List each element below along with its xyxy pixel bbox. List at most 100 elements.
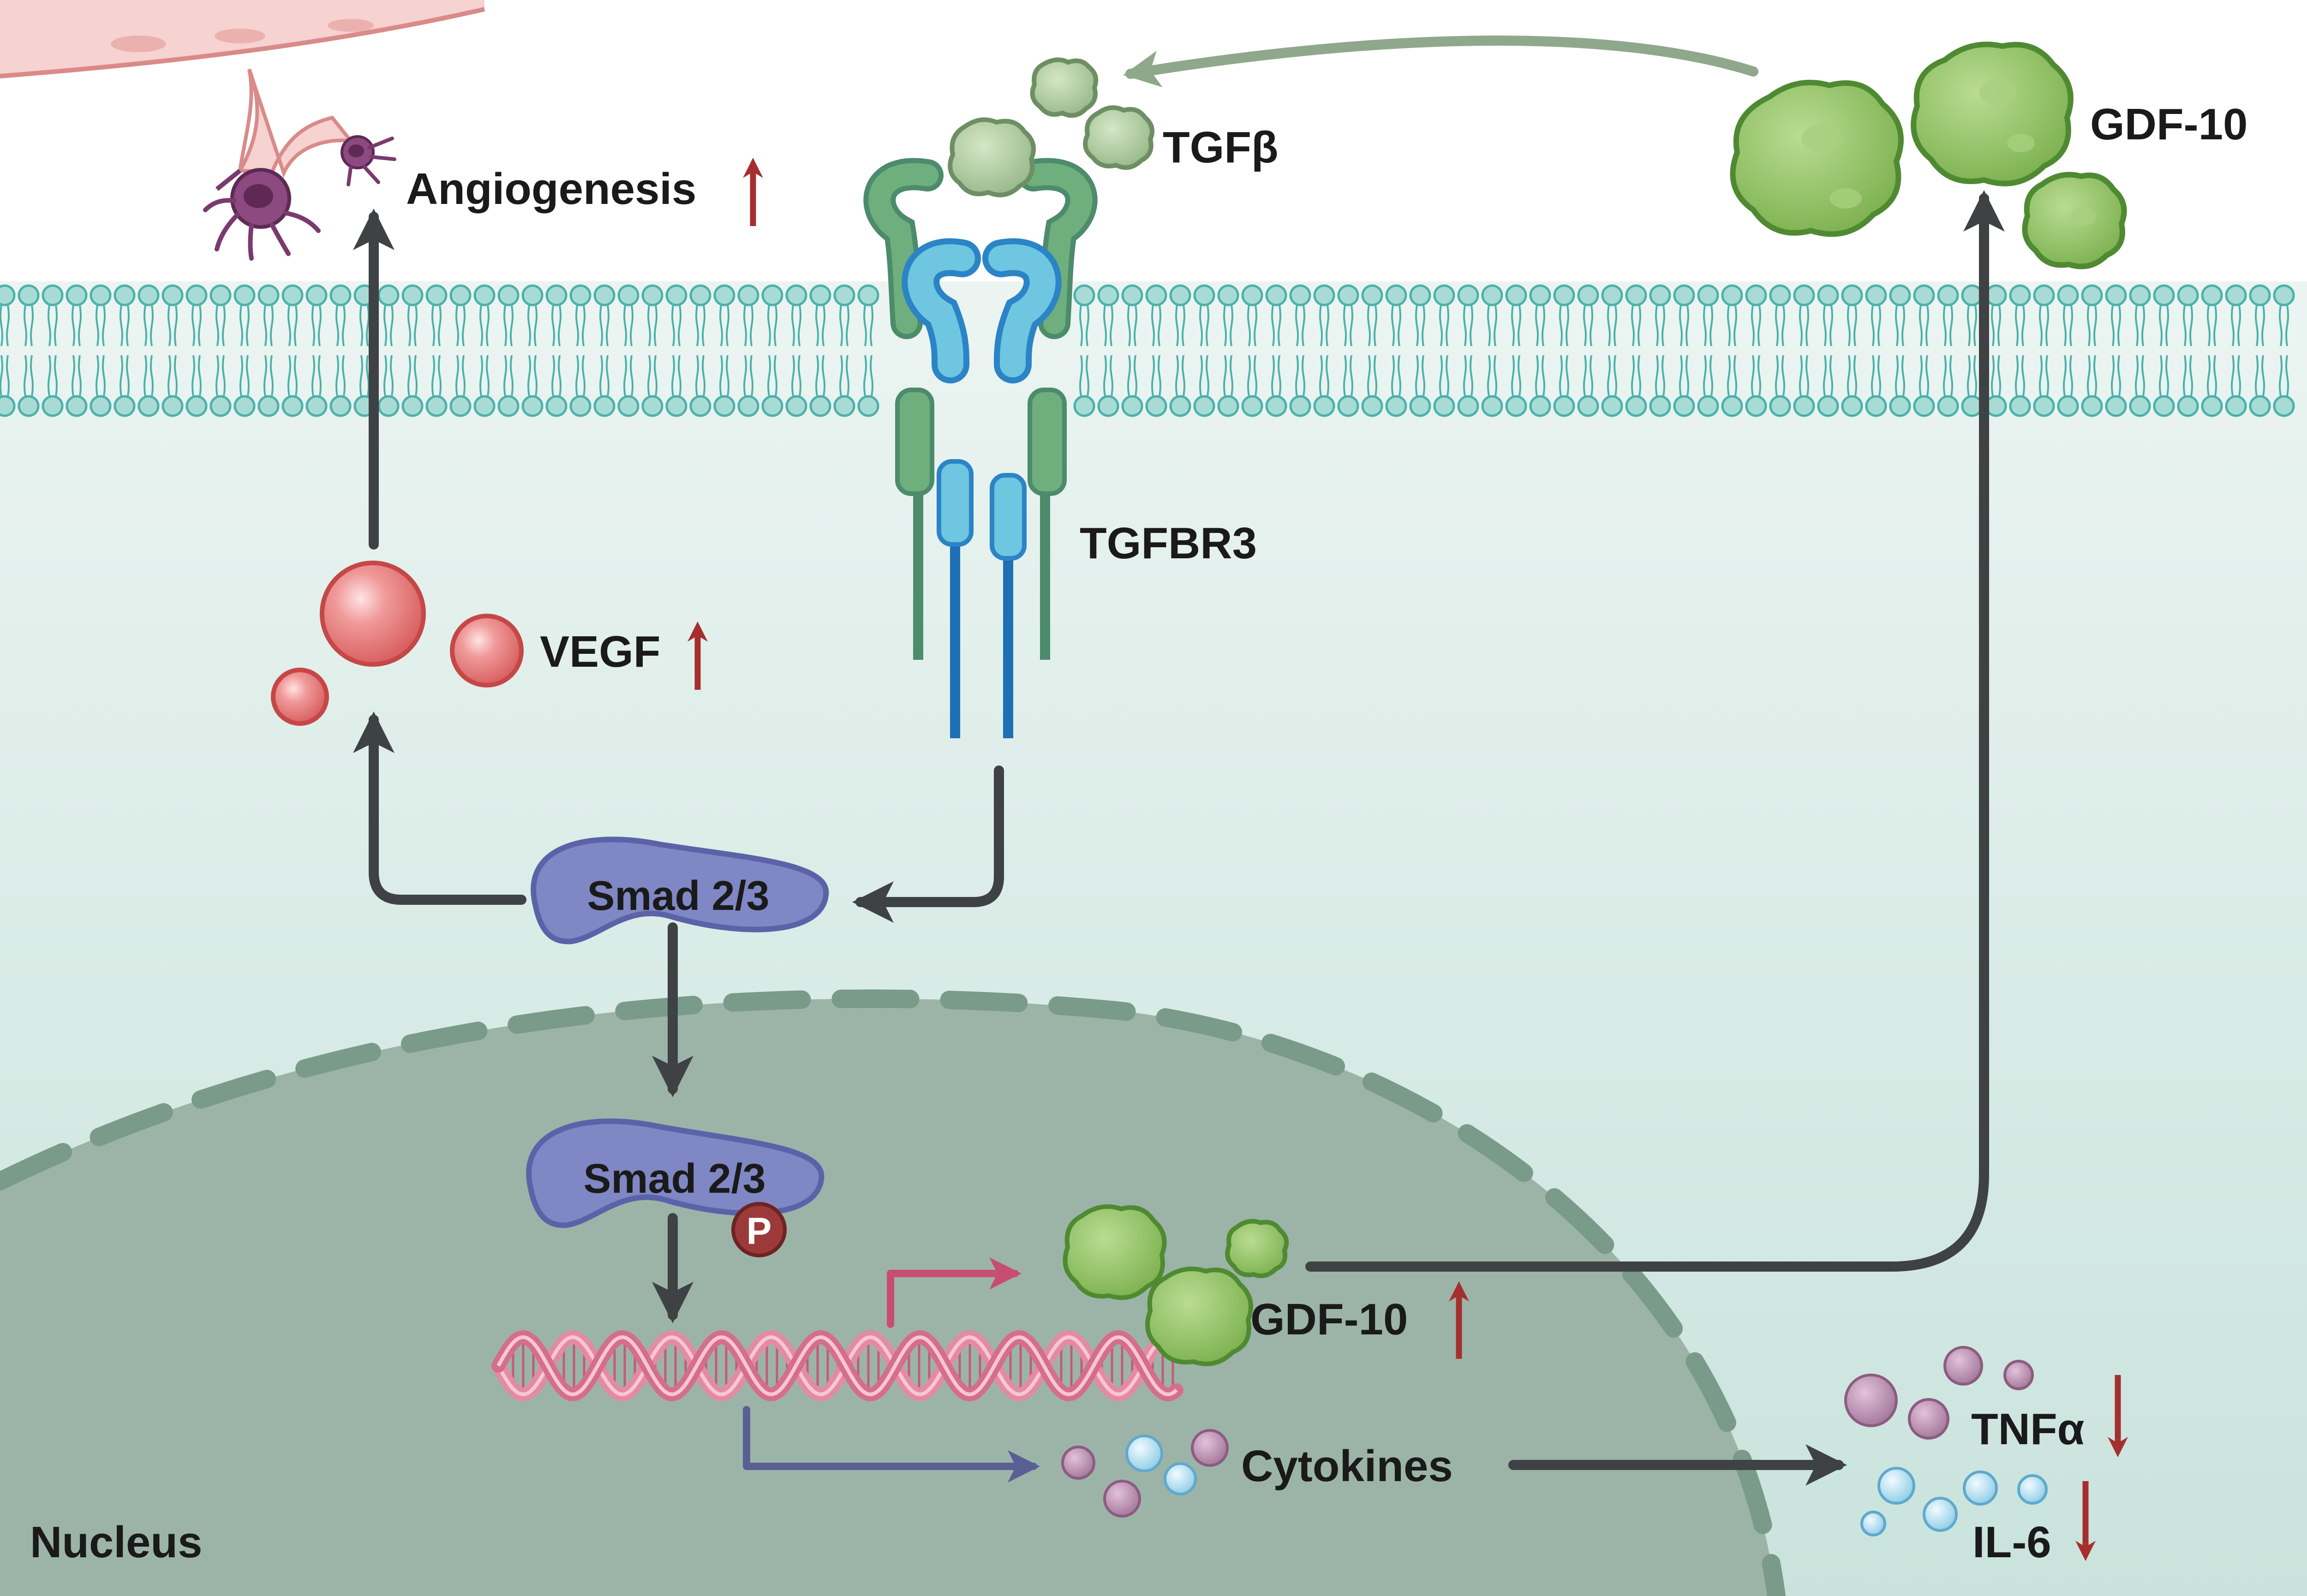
lipid-tail: [1991, 355, 2001, 397]
lipid-head: [2249, 284, 2271, 306]
lipid-tail: [623, 305, 634, 347]
lipid-head: [257, 395, 280, 417]
lipid-tail: [743, 305, 753, 347]
lipid-head: [1985, 395, 2007, 417]
lipid-head: [2177, 395, 2199, 417]
lipid-head: [1313, 284, 1335, 306]
lipid-tail: [96, 305, 106, 347]
lipid-head: [1649, 284, 1671, 306]
lipid-tail: [1367, 305, 1377, 347]
lipid-tail: [407, 305, 418, 347]
lipid-tail: [1751, 305, 1761, 347]
lipid-head: [137, 284, 160, 306]
lipid-head: [857, 395, 879, 417]
lipid-tail: [239, 305, 250, 347]
lipid-head: [1409, 395, 1431, 417]
lipid-head: [809, 395, 831, 417]
lipid-head: [1577, 284, 1599, 306]
lipid-tail: [1319, 305, 1329, 347]
lipid-tail: [815, 305, 825, 347]
lipid-head: [1289, 284, 1311, 306]
lipid-tail: [335, 305, 346, 347]
arrow-receptor-to-smad: [852, 765, 1004, 923]
lipid-head: [641, 284, 663, 306]
lipid-head: [689, 284, 711, 306]
lipid-head: [1745, 395, 1767, 417]
lipid-tail: [719, 305, 729, 347]
lipid-tail: [143, 305, 154, 347]
lipid-tail: [791, 355, 801, 397]
lipid-head: [1433, 284, 1455, 306]
label-smad-cytoplasmic: Smad 2/3: [587, 873, 769, 919]
lipid-tail: [1151, 355, 1161, 397]
lipid-tail: [2039, 355, 2049, 397]
lipid-head: [425, 395, 448, 417]
lipid-head: [2081, 284, 2103, 306]
lipid-head: [785, 284, 807, 306]
lipid-tail: [503, 305, 514, 347]
lipid-tail: [2135, 355, 2145, 397]
lipid-tail: [1943, 355, 1953, 397]
lipid-tail: [1823, 355, 1833, 397]
lipid-head: [1937, 284, 1959, 306]
lipid-tail: [1199, 305, 1209, 347]
lipid-head: [833, 395, 855, 417]
lipid-tail: [599, 305, 610, 347]
lipid-tail: [623, 355, 634, 397]
lipid-tail: [1487, 355, 1497, 397]
lipid-tail: [96, 355, 106, 397]
lipid-head: [42, 395, 64, 417]
lipid-tail: [335, 355, 346, 397]
lipid-head: [569, 395, 592, 417]
lipid-tail: [383, 305, 394, 347]
lipid-tail: [1511, 355, 1521, 397]
lipid-tail: [215, 305, 226, 347]
lipid-head: [1409, 284, 1431, 306]
lipid-tail: [839, 355, 849, 397]
gdf10-texture: [1802, 79, 2096, 226]
lipid-tail: [1967, 305, 1977, 347]
lipid-head: [185, 395, 208, 417]
lipid-head: [2153, 284, 2175, 306]
lipid-tail: [1295, 355, 1305, 397]
labels: Angiogenesis TGFβ GDF-10 TGFBR3 VEGF Sma…: [30, 100, 2247, 1567]
lipid-tail: [1871, 305, 1881, 347]
lipid-head: [1961, 395, 1983, 417]
lipid-tail: [455, 305, 466, 347]
lipid-tail: [1343, 305, 1353, 347]
lipid-head: [401, 284, 424, 306]
lipid-tail: [1775, 305, 1785, 347]
lipid-head: [377, 284, 400, 306]
lipid-head: [1169, 395, 1191, 417]
lipid-tail: [671, 305, 681, 347]
lipid-tail: [1223, 355, 1233, 397]
lipid-tail: [2159, 355, 2169, 397]
lipid-tail: [2207, 305, 2217, 347]
lipid-head: [665, 284, 687, 306]
tgfb-ligands: [948, 57, 1154, 197]
lipid-head: [665, 395, 687, 417]
lipid-head: [1385, 284, 1407, 306]
lipid-head: [545, 284, 568, 306]
lipid-tail: [48, 355, 58, 397]
lipid-head: [1265, 395, 1287, 417]
lipid-head: [737, 284, 759, 306]
lipid-tail: [863, 355, 873, 397]
dna-strand-highlight: [496, 1335, 1178, 1397]
lipid-head: [2081, 395, 2103, 417]
lipid-tail: [527, 355, 538, 397]
lipid-head: [1769, 284, 1791, 306]
lipid-head: [1505, 284, 1527, 306]
lipid-head: [2177, 284, 2199, 306]
lipid-tail: [2087, 355, 2097, 397]
lipid-tail: [1079, 305, 1089, 347]
lipid-tail: [1295, 305, 1305, 347]
lipid-head: [1337, 284, 1359, 306]
lipid-head: [161, 395, 184, 417]
lipid-tail: [1463, 305, 1473, 347]
lipid-tail: [1199, 355, 1209, 397]
lipid-head: [2273, 395, 2295, 417]
lipid-tail: [1823, 305, 1833, 347]
lipid-tail: [1151, 305, 1161, 347]
lipid-tail: [431, 305, 442, 347]
